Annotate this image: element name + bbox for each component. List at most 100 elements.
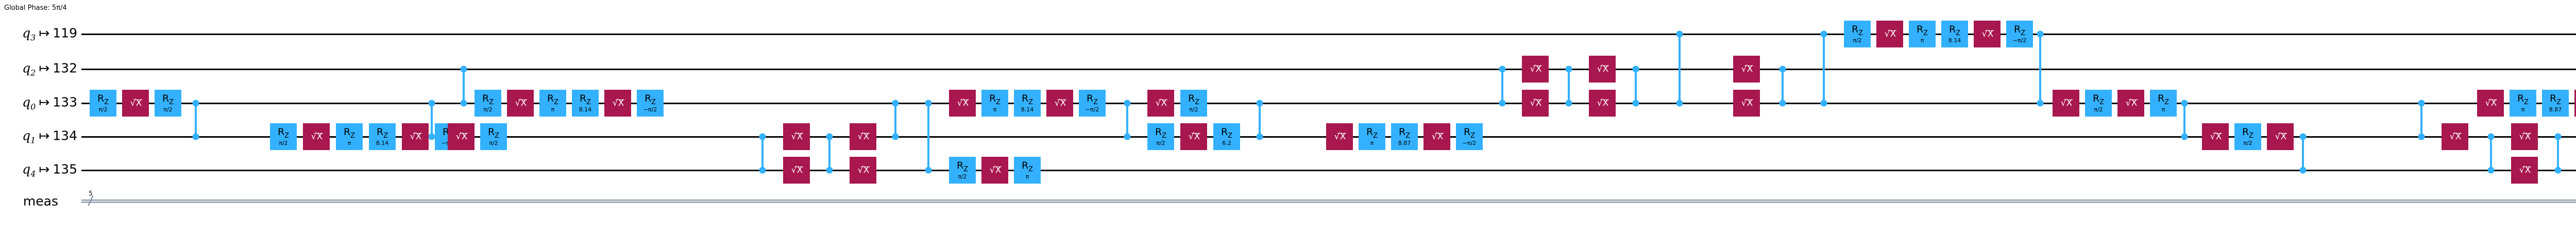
sqrt-x-gate[interactable]: √X xyxy=(850,157,876,184)
cz-control-dot[interactable] xyxy=(2418,133,2425,140)
cz-control-dot[interactable] xyxy=(2487,133,2495,140)
cz-control-dot[interactable] xyxy=(1779,66,1786,73)
sqrt-x-gate[interactable]: √X xyxy=(850,123,876,150)
cz-control-dot[interactable] xyxy=(2299,167,2307,174)
sqrt-x-gate[interactable]: √X xyxy=(1147,90,1174,117)
sqrt-x-gate[interactable]: √X xyxy=(2574,90,2576,117)
cz-control-dot[interactable] xyxy=(2037,100,2044,107)
sqrt-x-gate[interactable]: √X xyxy=(1974,21,2001,47)
sqrt-x-gate[interactable]: √X xyxy=(1423,123,1450,150)
sqrt-x-gate[interactable]: √X xyxy=(2511,123,2538,150)
sqrt-x-gate[interactable]: √X xyxy=(949,90,976,117)
cz-control-dot[interactable] xyxy=(892,100,899,107)
sqrt-x-gate[interactable]: √X xyxy=(1522,56,1549,83)
cz-control-dot[interactable] xyxy=(2418,100,2425,107)
sqrt-x-gate[interactable]: √X xyxy=(1046,90,1073,117)
sqrt-x-gate[interactable]: √X xyxy=(1876,21,1903,47)
sqrt-x-gate[interactable]: √X xyxy=(507,90,534,117)
cz-control-dot[interactable] xyxy=(1124,133,1131,140)
cz-control-dot[interactable] xyxy=(2554,167,2562,174)
cz-control-dot[interactable] xyxy=(1565,66,1572,73)
sqrt-x-gate[interactable]: √X xyxy=(1733,90,1760,117)
rz-gate[interactable]: RZ−π/2 xyxy=(1079,90,1106,117)
cz-control-dot[interactable] xyxy=(1565,100,1572,107)
cz-control-dot[interactable] xyxy=(2181,100,2188,107)
cz-control-dot[interactable] xyxy=(1820,100,1827,107)
cz-control-dot[interactable] xyxy=(2487,167,2495,174)
cz-control-dot[interactable] xyxy=(2299,133,2307,140)
cz-control-dot[interactable] xyxy=(1676,100,1683,107)
cz-control-dot[interactable] xyxy=(1632,66,1639,73)
sqrt-x-gate[interactable]: √X xyxy=(604,90,631,117)
rz-gate[interactable]: RZ−π/2 xyxy=(1456,123,1483,150)
rz-gate[interactable]: RZ−π/2 xyxy=(637,90,664,117)
sqrt-x-gate[interactable]: √X xyxy=(303,123,330,150)
rz-gate[interactable]: RZ−π/2 xyxy=(2006,21,2033,47)
sqrt-x-gate[interactable]: √X xyxy=(2442,123,2468,150)
sqrt-x-gate[interactable]: √X xyxy=(2477,90,2504,117)
cz-control-dot[interactable] xyxy=(925,167,932,174)
sqrt-x-gate[interactable]: √X xyxy=(1589,56,1616,83)
sqrt-x-gate[interactable]: √X xyxy=(1522,90,1549,117)
sqrt-x-gate[interactable]: √X xyxy=(2053,90,2079,117)
sqrt-x-gate[interactable]: √X xyxy=(1180,123,1207,150)
cz-control-dot[interactable] xyxy=(1676,30,1683,38)
sqrt-x-gate[interactable]: √X xyxy=(783,123,810,150)
cz-control-dot[interactable] xyxy=(460,100,467,107)
sqrt-x-gate[interactable]: √X xyxy=(1326,123,1353,150)
sqrt-x-gate[interactable]: √X xyxy=(2117,90,2144,117)
cz-control-dot[interactable] xyxy=(1820,30,1827,38)
sqrt-x-gate[interactable]: √X xyxy=(981,157,1008,184)
sqrt-x-gate[interactable]: √X xyxy=(402,123,429,150)
sqrt-x-gate[interactable]: √X xyxy=(448,123,474,150)
cz-control-dot[interactable] xyxy=(1124,100,1131,107)
cz-control-dot[interactable] xyxy=(1256,100,1263,107)
cz-control-dot[interactable] xyxy=(1632,100,1639,107)
cz-control-dot[interactable] xyxy=(428,133,435,140)
sqrt-x-gate[interactable]: √X xyxy=(1733,56,1760,83)
cz-control-dot[interactable] xyxy=(1256,133,1263,140)
cz-control-dot[interactable] xyxy=(2037,30,2044,38)
sqrt-x-gate[interactable]: √X xyxy=(122,90,149,117)
cz-control-dot[interactable] xyxy=(892,133,899,140)
sqrt-x-gate[interactable]: √X xyxy=(2202,123,2229,150)
cz-control-dot[interactable] xyxy=(2181,133,2188,140)
sqrt-x-gate[interactable]: √X xyxy=(1589,90,1616,117)
cz-control-dot[interactable] xyxy=(460,66,467,73)
cz-control-dot[interactable] xyxy=(2554,133,2562,140)
cz-control-dot[interactable] xyxy=(192,133,199,140)
cz-control-dot[interactable] xyxy=(1499,66,1506,73)
cz-control-dot[interactable] xyxy=(1779,100,1786,107)
cz-control-dot[interactable] xyxy=(759,133,766,140)
cz-control-dot[interactable] xyxy=(759,167,766,174)
cz-control-dot[interactable] xyxy=(925,100,932,107)
sqrt-x-gate[interactable]: √X xyxy=(2511,157,2538,184)
cz-control-dot[interactable] xyxy=(192,100,199,107)
cz-control-dot[interactable] xyxy=(428,100,435,107)
